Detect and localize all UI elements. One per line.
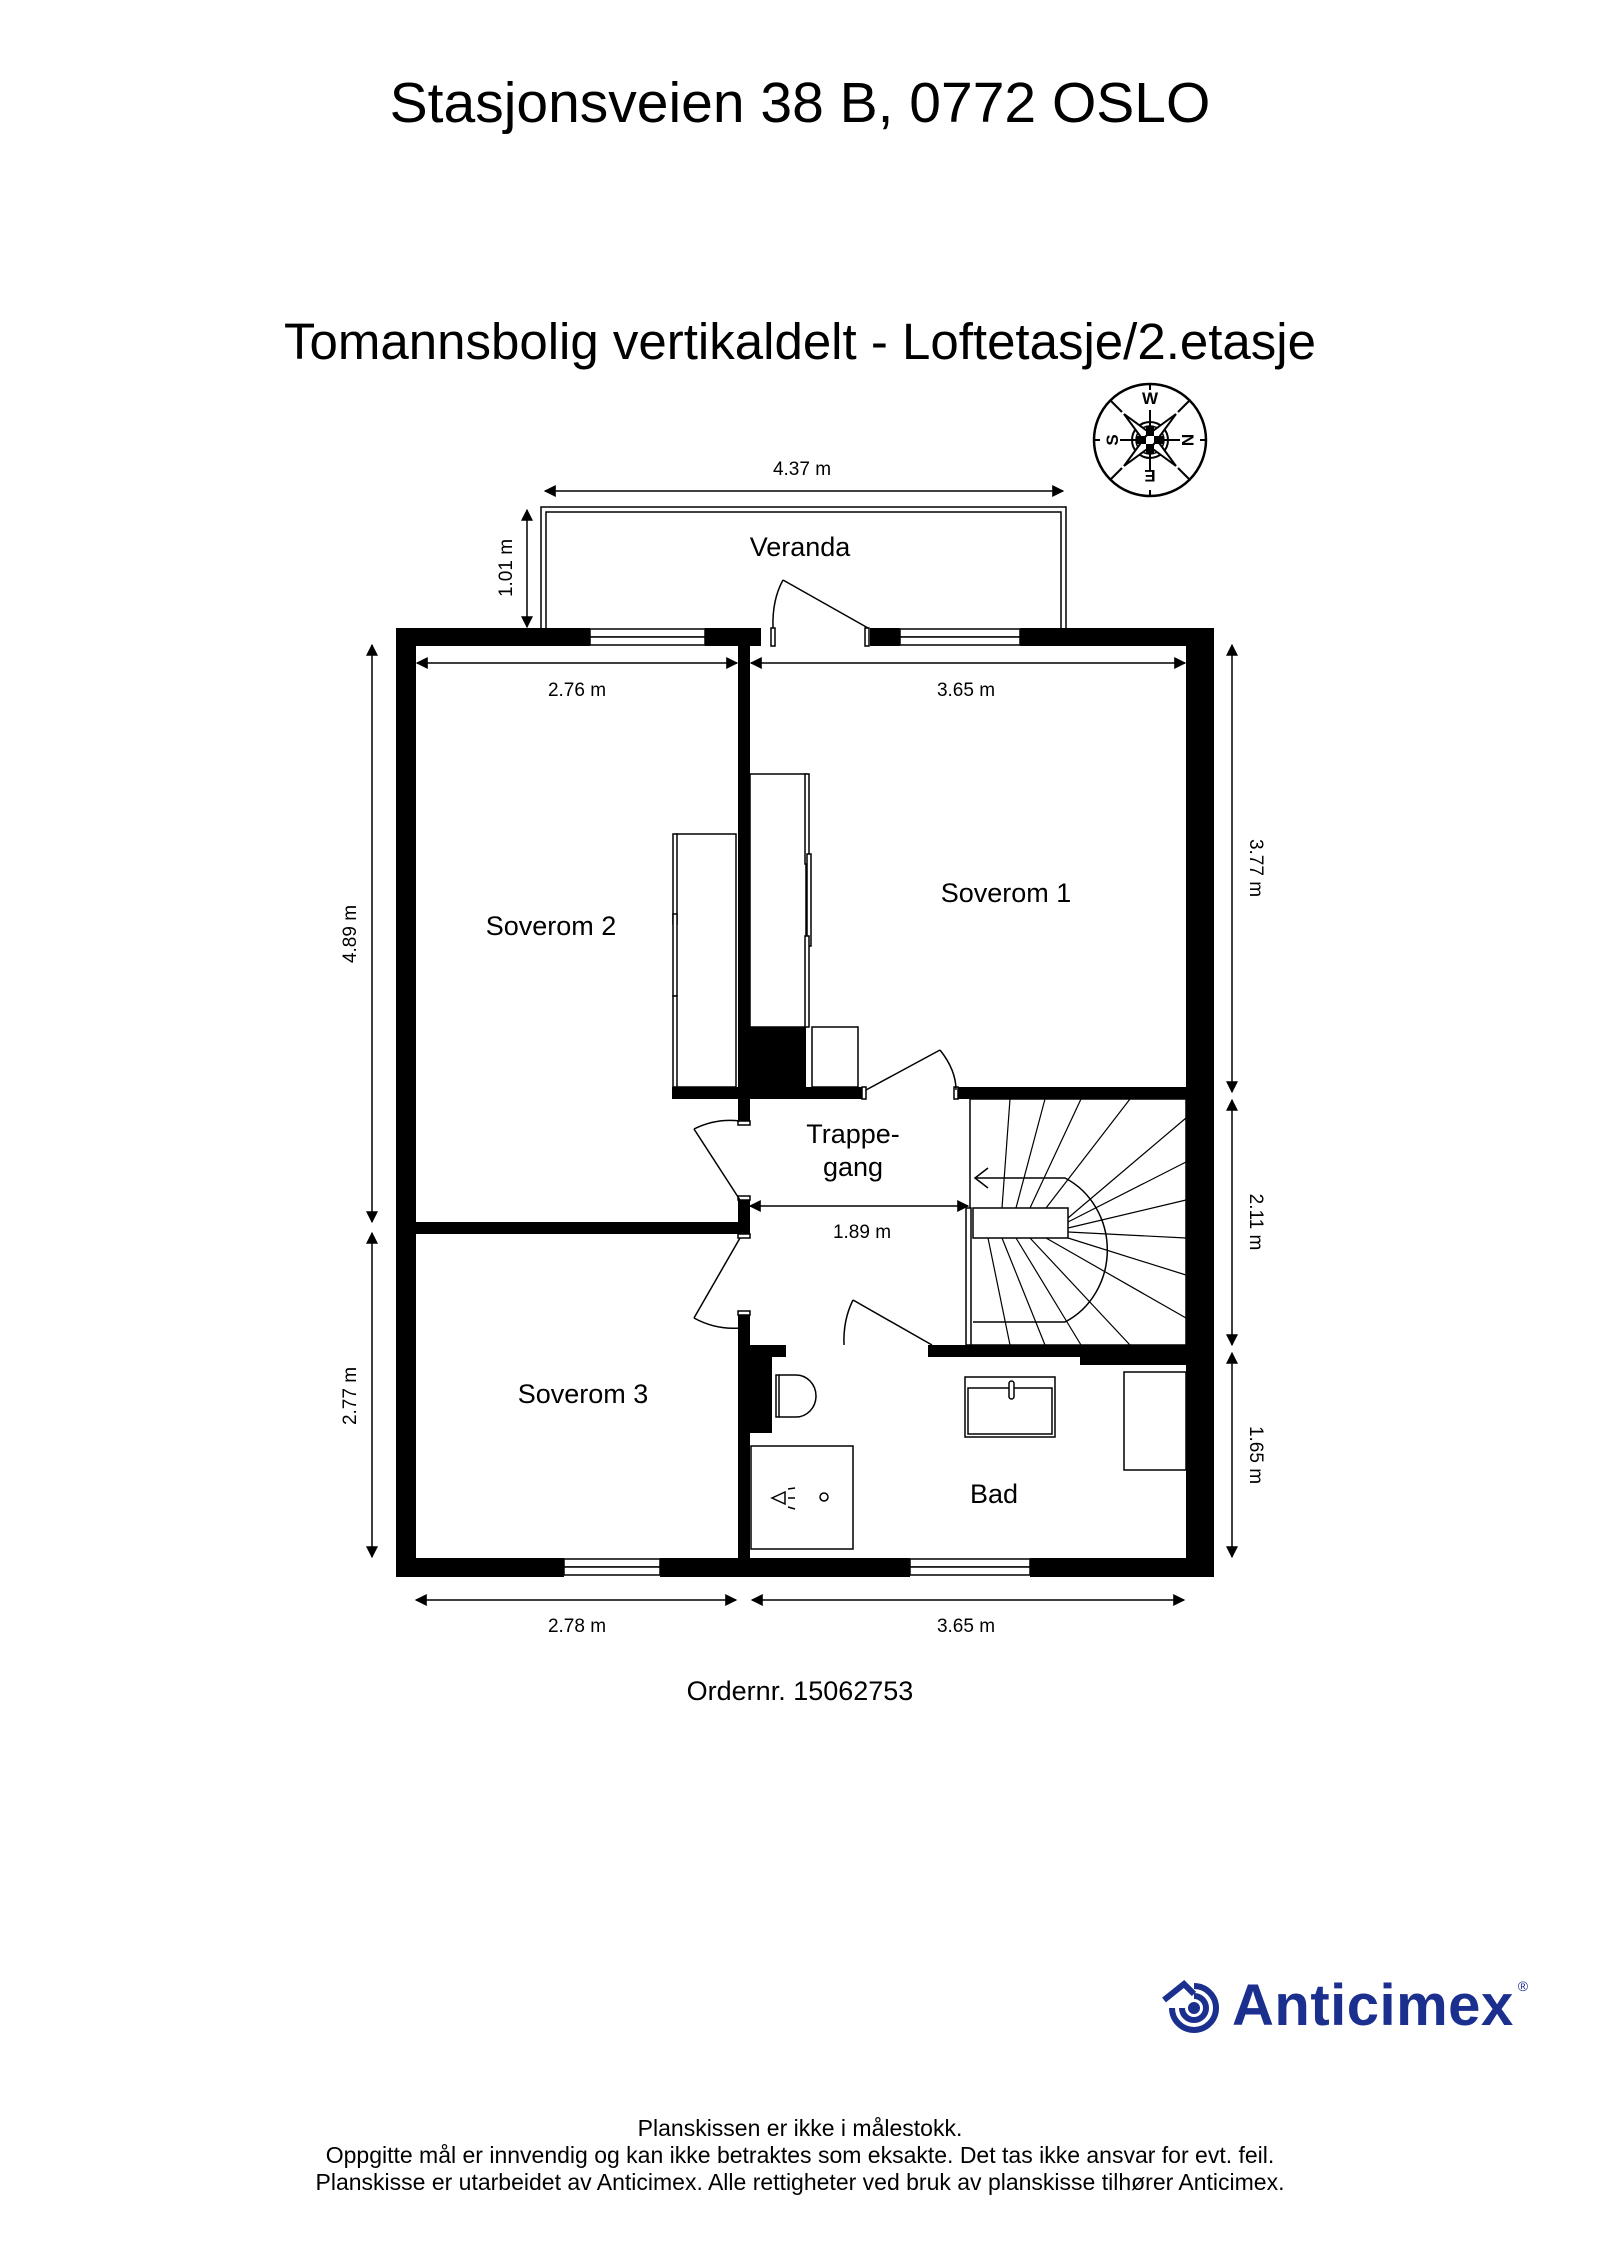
room-label-soverom3: Soverom 3 (518, 1379, 649, 1409)
shower-icon (750, 1445, 854, 1550)
dim-soverom1-width: 3.65 m (937, 680, 995, 701)
room-label-trappegang-line1: Trappe- (806, 1119, 900, 1149)
dim-bottom-right-width: 3.65 m (937, 1616, 995, 1637)
dim-soverom2-width: 2.76 m (548, 680, 606, 701)
anticimex-spiral-icon (1162, 1979, 1219, 2033)
interior-doors (693, 1049, 959, 1346)
dim-veranda-depth: 1.01 m (496, 539, 517, 597)
compass-label-left: S (1103, 434, 1122, 445)
order-number: Ordernr. 15062753 (686, 1676, 914, 1706)
disclaimer-footer: Planskissen er ikke i målestokk. Oppgitt… (0, 2115, 1600, 2196)
room-label-trappegang-line2: gang (823, 1152, 883, 1182)
veranda-outline (540, 506, 1067, 628)
wardrobes (672, 773, 859, 1088)
anticimex-logo: Anticimex ® (1160, 1972, 1528, 2039)
compass-label-top: W (1142, 389, 1159, 408)
dim-left-lower-height: 2.77 m (340, 1367, 361, 1425)
dim-right-lower-height: 1.65 m (1245, 1426, 1266, 1484)
veranda-door (770, 579, 870, 647)
disclaimer-line-3: Planskisse er utarbeidet av Anticimex. A… (315, 2169, 1285, 2195)
dim-trappegang-width: 1.89 m (833, 1222, 891, 1243)
windows (563, 628, 1031, 1576)
property-address: Stasjonsveien 38 B, 0772 OSLO (389, 71, 1211, 135)
bathroom-fixtures (750, 1371, 1187, 1550)
room-label-soverom1: Soverom 1 (941, 878, 1072, 908)
room-label-soverom2: Soverom 2 (486, 911, 617, 941)
interior-walls (416, 646, 1186, 1558)
disclaimer-line-2: Oppgitte mål er innvendig og kan ikke be… (325, 2142, 1275, 2168)
dim-veranda-width: 4.37 m (773, 459, 831, 480)
compass-label-bottom: E (1144, 466, 1155, 485)
dim-bottom-left-width: 2.78 m (548, 1616, 606, 1637)
cabinet-icon (1123, 1371, 1187, 1471)
dim-right-upper-height: 3.77 m (1245, 839, 1266, 897)
brand-name: Anticimex (1232, 1973, 1514, 2038)
floor-subtitle: Tomannsbolig vertikaldelt - Loftetasje/2… (284, 313, 1316, 370)
toilet-icon (775, 1374, 817, 1418)
disclaimer-line-1: Planskissen er ikke i målestokk. (637, 2115, 963, 2141)
dimension-lines (366, 485, 1238, 1606)
registered-mark: ® (1517, 1978, 1529, 1994)
compass-label-right: N (1178, 434, 1197, 446)
room-label-veranda: Veranda (750, 532, 852, 562)
staircase (965, 1098, 1187, 1346)
dim-left-upper-height: 4.89 m (340, 905, 361, 963)
dim-right-middle-height: 2.11 m (1245, 1194, 1266, 1251)
exterior-walls (396, 628, 1214, 1577)
compass-rose-icon: W N E S (1092, 382, 1208, 498)
room-label-bad: Bad (970, 1479, 1018, 1509)
